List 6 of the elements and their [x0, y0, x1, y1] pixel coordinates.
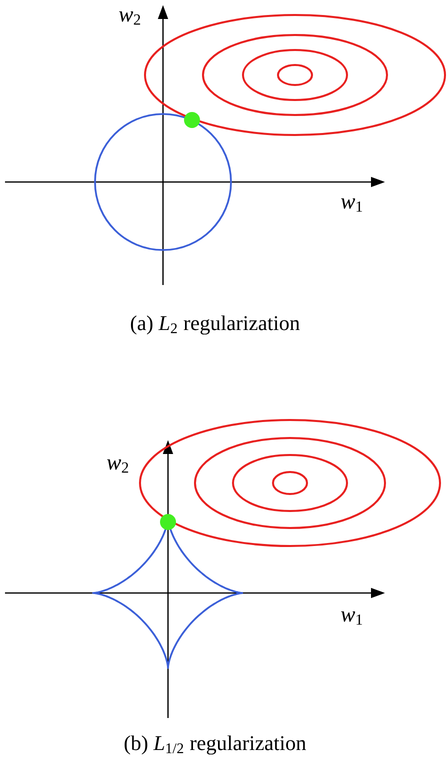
axis-label: w$_{2}$	[119, 11, 140, 25]
axis-label: w$_{1}$	[341, 198, 362, 212]
axis-label: w$_{1}$	[341, 611, 362, 625]
axis-label: w$_{2}$	[107, 459, 128, 473]
caption: (b) L$_{1/2}$ regularization	[124, 735, 306, 755]
caption: (a) L$_{2}$ regularization	[130, 315, 300, 335]
